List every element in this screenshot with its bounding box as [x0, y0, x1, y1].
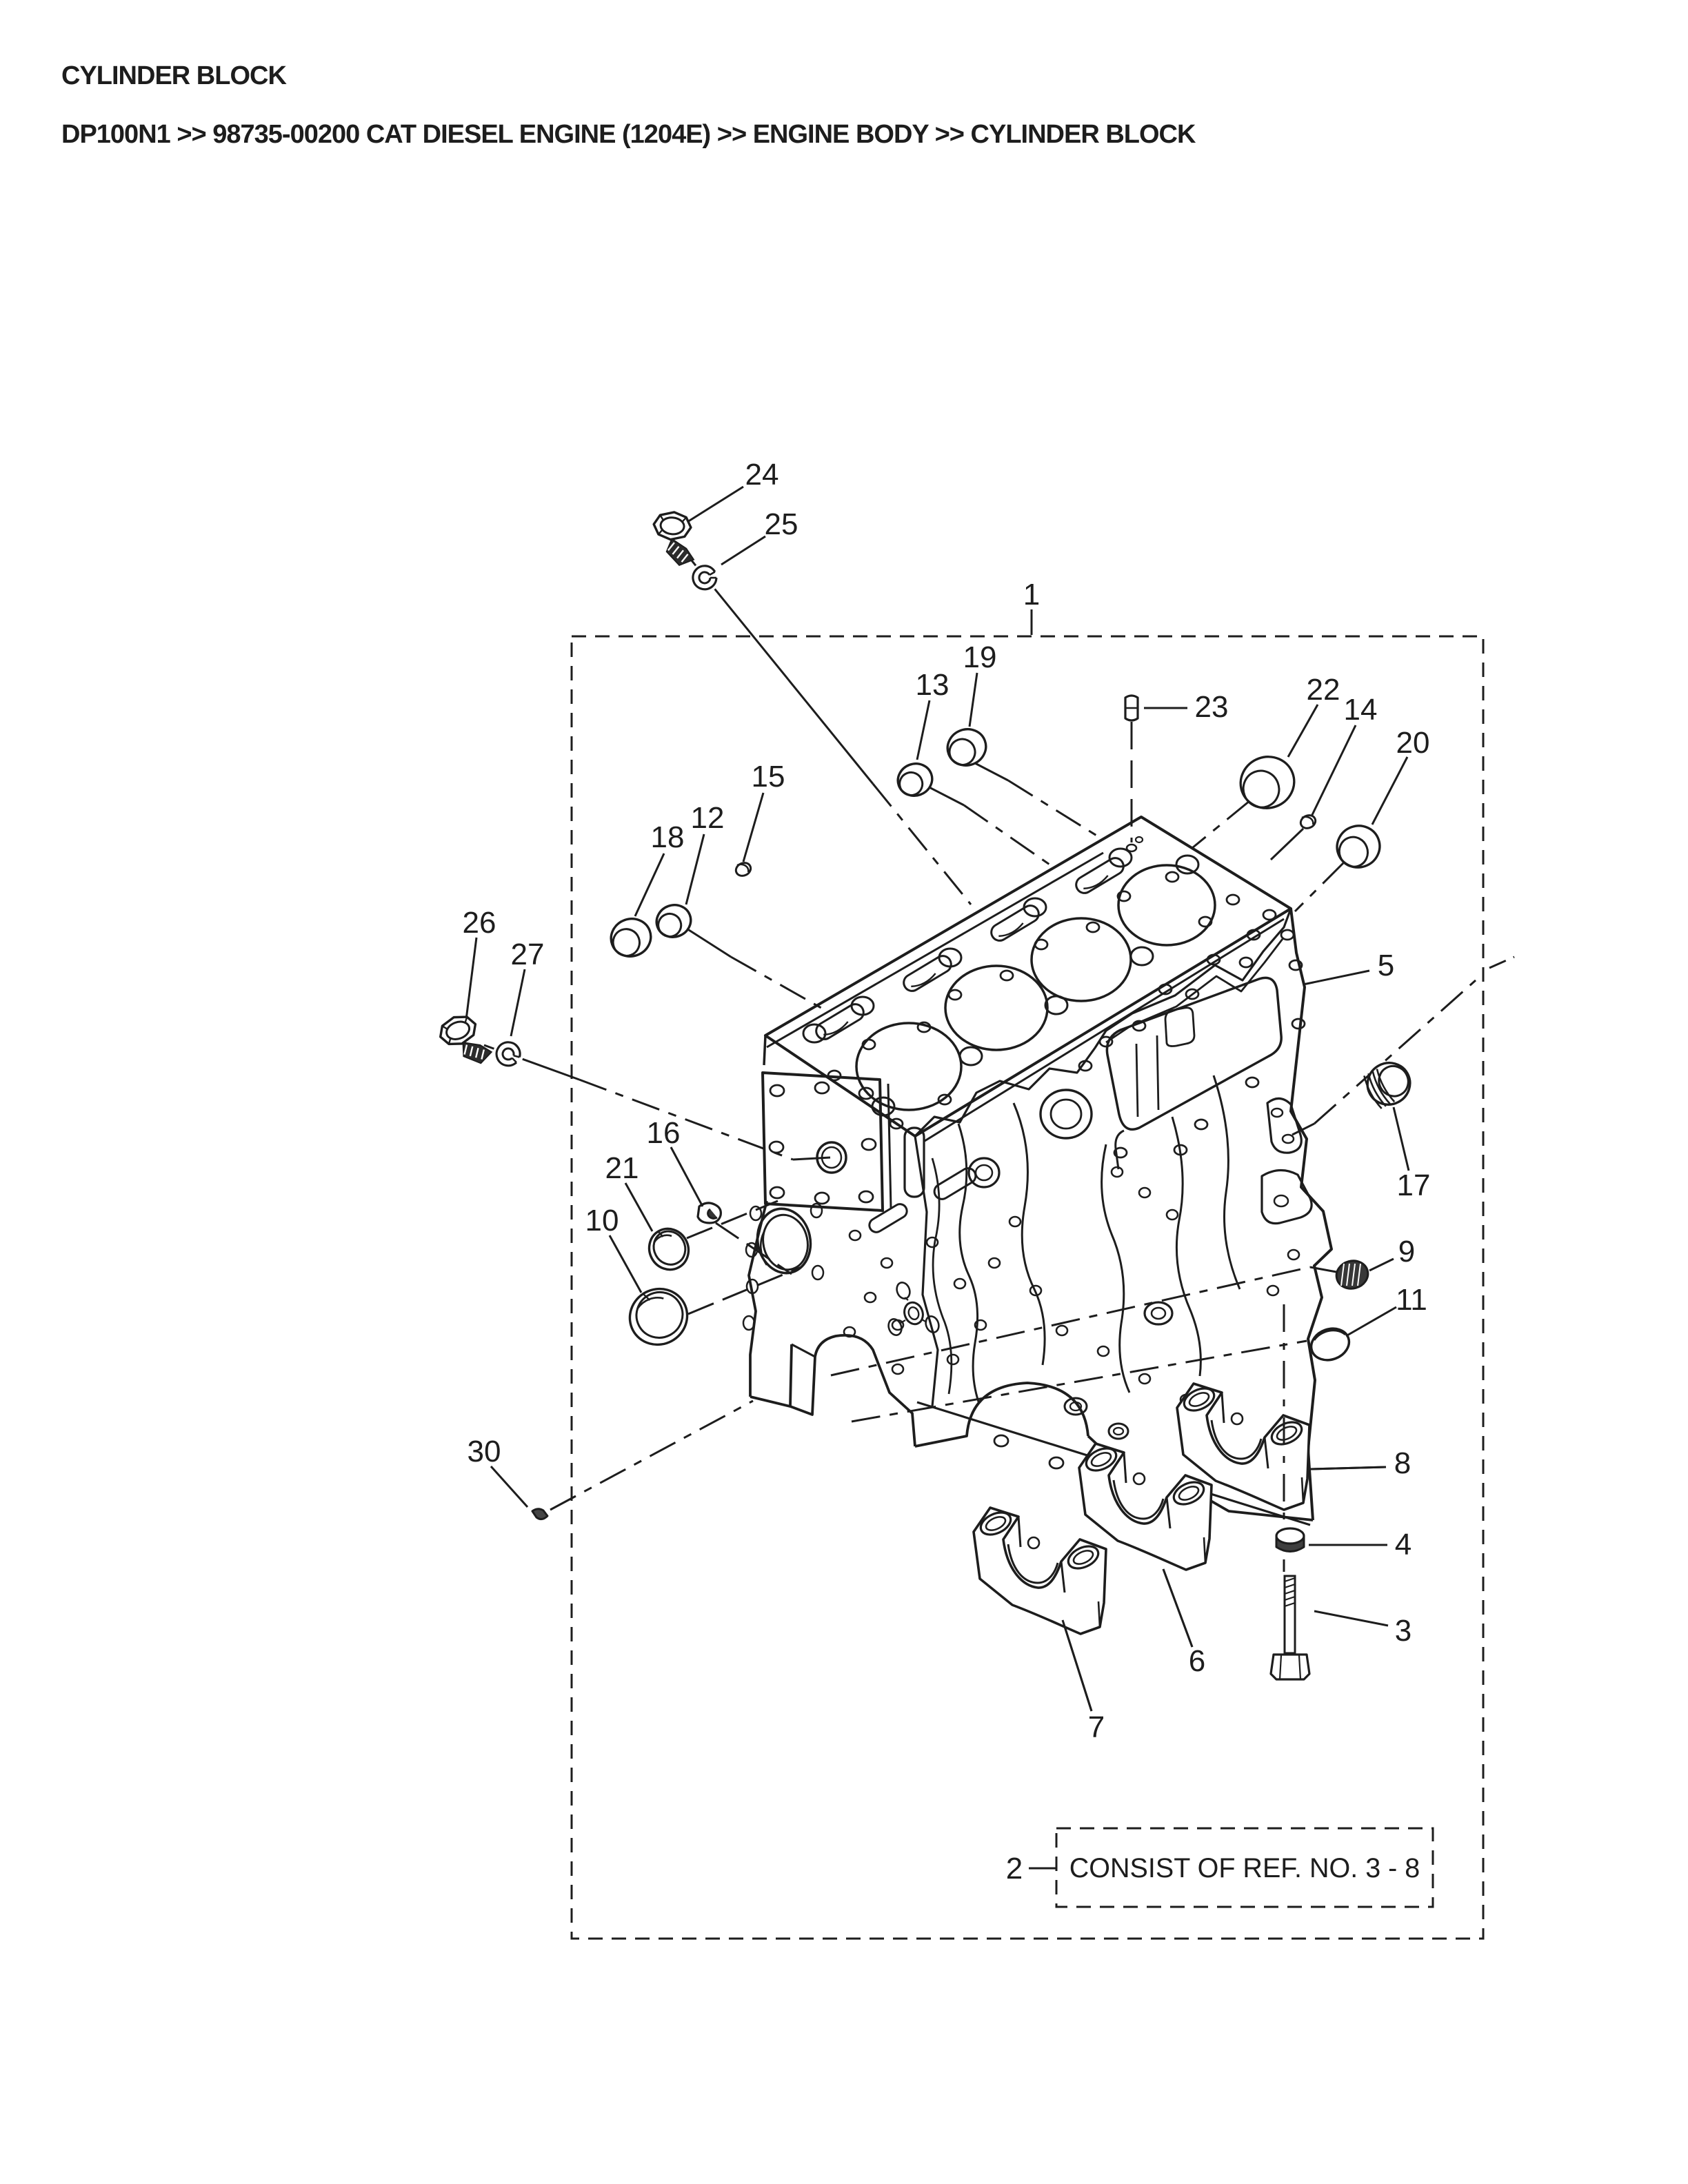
svg-text:9: 9: [1398, 1235, 1415, 1268]
svg-text:7: 7: [1088, 1710, 1105, 1744]
svg-text:DP100N1 >> 98735-00200 CAT DIE: DP100N1 >> 98735-00200 CAT DIESEL ENGINE…: [61, 120, 1196, 149]
svg-text:8: 8: [1394, 1446, 1411, 1480]
svg-text:22: 22: [1307, 673, 1340, 707]
svg-text:25: 25: [765, 507, 798, 541]
svg-text:15: 15: [752, 760, 785, 793]
svg-text:18: 18: [651, 820, 685, 854]
svg-text:1: 1: [1023, 578, 1040, 611]
svg-text:2: 2: [1006, 1852, 1023, 1885]
svg-text:3: 3: [1395, 1614, 1411, 1648]
svg-text:24: 24: [745, 458, 779, 492]
svg-text:27: 27: [511, 938, 545, 971]
svg-text:14: 14: [1344, 693, 1378, 727]
svg-text:6: 6: [1189, 1644, 1205, 1678]
svg-text:13: 13: [916, 668, 950, 702]
svg-text:30: 30: [468, 1435, 501, 1468]
svg-text:4: 4: [1395, 1528, 1411, 1561]
svg-text:11: 11: [1396, 1283, 1427, 1317]
svg-text:16: 16: [647, 1116, 681, 1150]
svg-text:19: 19: [963, 640, 997, 674]
svg-text:23: 23: [1195, 690, 1229, 724]
svg-text:CYLINDER BLOCK: CYLINDER BLOCK: [61, 61, 287, 90]
svg-text:CONSIST OF REF. NO. 3 - 8: CONSIST OF REF. NO. 3 - 8: [1069, 1853, 1420, 1883]
svg-text:21: 21: [605, 1151, 639, 1185]
svg-text:20: 20: [1396, 726, 1430, 760]
svg-text:5: 5: [1378, 949, 1394, 982]
svg-text:10: 10: [585, 1204, 619, 1237]
svg-text:17: 17: [1397, 1169, 1431, 1202]
svg-text:12: 12: [691, 801, 725, 835]
svg-text:26: 26: [463, 906, 496, 940]
